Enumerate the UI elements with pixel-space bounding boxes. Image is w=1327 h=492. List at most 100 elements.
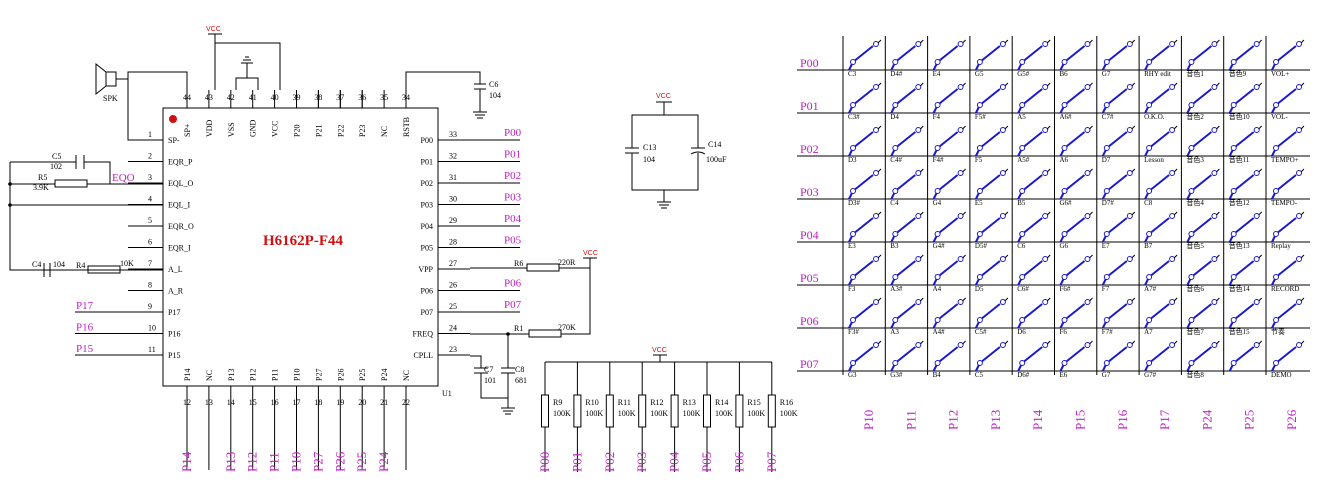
- pin-name-right: P04: [421, 222, 433, 231]
- key-switch: A4#: [933, 297, 966, 336]
- pin-number-right: 32: [449, 152, 457, 161]
- net-label-bottom: P27: [310, 451, 325, 472]
- net-label-right: P00: [504, 127, 522, 139]
- r1-ref: R1: [514, 324, 523, 333]
- pullup-val: 100K: [683, 409, 701, 418]
- pin-name-top: SP+: [183, 123, 192, 137]
- key-label: F5#: [975, 113, 986, 121]
- pin-number-top: 36: [358, 93, 366, 102]
- key-switch: D7: [1102, 125, 1136, 164]
- key-switch: E6: [1060, 340, 1093, 379]
- key-switch: C5#: [975, 297, 1009, 336]
- pin-name-top: GND: [249, 119, 258, 137]
- pullup-net: P05: [699, 452, 714, 472]
- eqo-label: EQO: [112, 172, 135, 184]
- key-switch: 音色2: [1186, 82, 1220, 121]
- key-label: E4: [933, 70, 941, 78]
- key-label: VOL-: [1271, 113, 1288, 121]
- r1-val: 270K: [558, 323, 576, 332]
- net-label-right: P02: [504, 170, 521, 182]
- key-switch: C6#: [1017, 254, 1051, 293]
- c13-ref: C13: [643, 143, 656, 152]
- r6-val: 220R: [558, 258, 576, 267]
- key-label: C7#: [1102, 113, 1114, 121]
- key-label: A4: [933, 285, 942, 293]
- key-label: 音色2: [1186, 112, 1204, 121]
- pullup-net: P06: [731, 451, 746, 472]
- key-label: C3: [848, 70, 857, 78]
- pin-number-left: 5: [148, 216, 152, 225]
- pullup-val: 100K: [715, 409, 733, 418]
- pin-number-left: 3: [148, 173, 152, 182]
- key-label: D5: [975, 285, 984, 293]
- key-label: 音色14: [1229, 284, 1251, 293]
- pullup-resistor: [605, 394, 614, 428]
- net-label-bottom: P10: [289, 452, 304, 472]
- key-switch: TEMPO+: [1271, 125, 1305, 164]
- key-label: G6#: [1060, 199, 1073, 207]
- key-label: D4: [890, 113, 899, 121]
- key-label: F7: [1102, 285, 1110, 293]
- key-label: A3#: [890, 285, 903, 293]
- key-label: A4#: [933, 328, 946, 336]
- pullup-resistor: [638, 394, 647, 428]
- key-switch: F4#: [933, 125, 966, 164]
- pullup-resistor: [670, 394, 679, 428]
- pullup-val: 100K: [747, 409, 765, 418]
- c14-ref: C14: [708, 140, 721, 149]
- pin-number-left: 11: [148, 345, 156, 354]
- key-label: F3: [848, 285, 856, 293]
- pin-number-right: 25: [449, 302, 457, 311]
- key-switch: 音色13: [1229, 211, 1263, 250]
- key-label: E6: [1060, 371, 1068, 379]
- key-label: D6#: [1017, 371, 1030, 379]
- net-label-right: P05: [504, 235, 522, 247]
- net-label-bottom: P14: [179, 451, 194, 472]
- key-label: TEMPO-: [1271, 199, 1298, 207]
- pin-name-left: SP-: [168, 136, 180, 145]
- pin-number-right: 28: [449, 238, 457, 247]
- key-label: C4: [890, 199, 899, 207]
- c13-val: 104: [643, 155, 655, 164]
- net-label-right: P06: [504, 278, 522, 290]
- pin-number-right: 30: [449, 195, 457, 204]
- pin-name-left: P15: [168, 351, 180, 360]
- pin-name-right: P06: [421, 287, 433, 296]
- pin-number-left: 10: [148, 324, 156, 333]
- key-switch: VOL+: [1271, 39, 1305, 78]
- pullup-ref: R16: [780, 398, 793, 407]
- pin-number-top: 39: [293, 93, 301, 102]
- ic-title: H6162P-F44: [263, 233, 343, 249]
- net-label-right: P01: [504, 149, 521, 161]
- key-switch: 音色5: [1186, 211, 1220, 250]
- key-label: G3: [848, 371, 857, 379]
- key-switch: F4: [933, 82, 966, 121]
- key-label: D5#: [975, 242, 988, 250]
- row-label: P06: [800, 314, 819, 328]
- pin-number-right: 33: [449, 130, 457, 139]
- pullup-net: P02: [602, 452, 617, 472]
- key-label: A5#: [1017, 156, 1030, 164]
- key-label: B3: [890, 242, 899, 250]
- key-label: B5: [1017, 199, 1026, 207]
- key-label: C8: [1144, 199, 1153, 207]
- col-label: P17: [1157, 409, 1172, 430]
- pin-number-top: 43: [205, 93, 213, 102]
- col-label: P16: [1115, 409, 1130, 430]
- key-label: 音色15: [1229, 327, 1251, 336]
- key-switch: A6: [1060, 125, 1093, 164]
- pin-name-right: VPP: [418, 265, 433, 274]
- key-label: C6#: [1017, 285, 1029, 293]
- key-switch: C7#: [1102, 82, 1136, 121]
- pullup-bank: VCC R9100KP00R10100KP01R11100KP02R12100K…: [537, 347, 798, 472]
- pullup-ref: R13: [683, 398, 696, 407]
- key-switch: A5#: [1017, 125, 1051, 164]
- key-label: A6: [1060, 156, 1069, 164]
- pin-name-top: P22: [336, 125, 345, 137]
- pullup-net: P03: [634, 452, 649, 472]
- key-label: D3#: [848, 199, 861, 207]
- col-label: P13: [988, 410, 1003, 430]
- key-switch: 音色11: [1229, 125, 1263, 164]
- key-label: 音色1: [1186, 69, 1204, 78]
- pin-number-left: 9: [148, 302, 152, 311]
